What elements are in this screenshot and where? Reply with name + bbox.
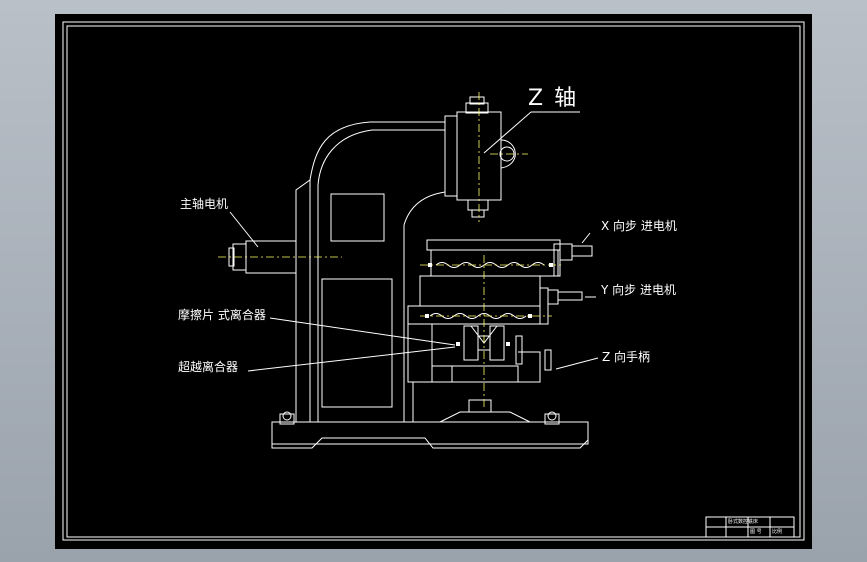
outer-frame — [62, 21, 805, 541]
title-block-line1: 卧式数控铣床 — [728, 519, 759, 525]
machine-column — [295, 121, 446, 423]
z-lift-post — [439, 399, 531, 423]
centerlines — [218, 92, 562, 410]
spindle-motor-label: 主轴电机 — [180, 197, 229, 211]
markers — [425, 263, 553, 346]
friction-clutch-label: 摩擦片 式离合器 — [178, 308, 266, 322]
leader-lines — [229, 111, 599, 372]
machine-base — [271, 411, 589, 449]
inner-frame — [66, 25, 801, 538]
x-stepper-label: X 向步 进电机 — [601, 219, 677, 233]
y-saddle — [407, 275, 583, 325]
y-stepper-label: Y 向步 进电机 — [601, 283, 676, 297]
drawing-sheet — [55, 14, 812, 549]
spindle-head — [444, 96, 516, 218]
knee-and-clutches — [407, 323, 552, 422]
title-block-line3: 比例 — [772, 529, 783, 535]
z-axis-label: Z 轴 — [528, 86, 579, 111]
z-handwheel-label: Z 向手柄 — [602, 350, 651, 364]
overrunning-clutch-label: 超越离合器 — [178, 360, 239, 374]
title-block — [705, 516, 795, 538]
title-block-line2: 图 号 — [750, 529, 762, 535]
x-worktable — [426, 239, 593, 277]
